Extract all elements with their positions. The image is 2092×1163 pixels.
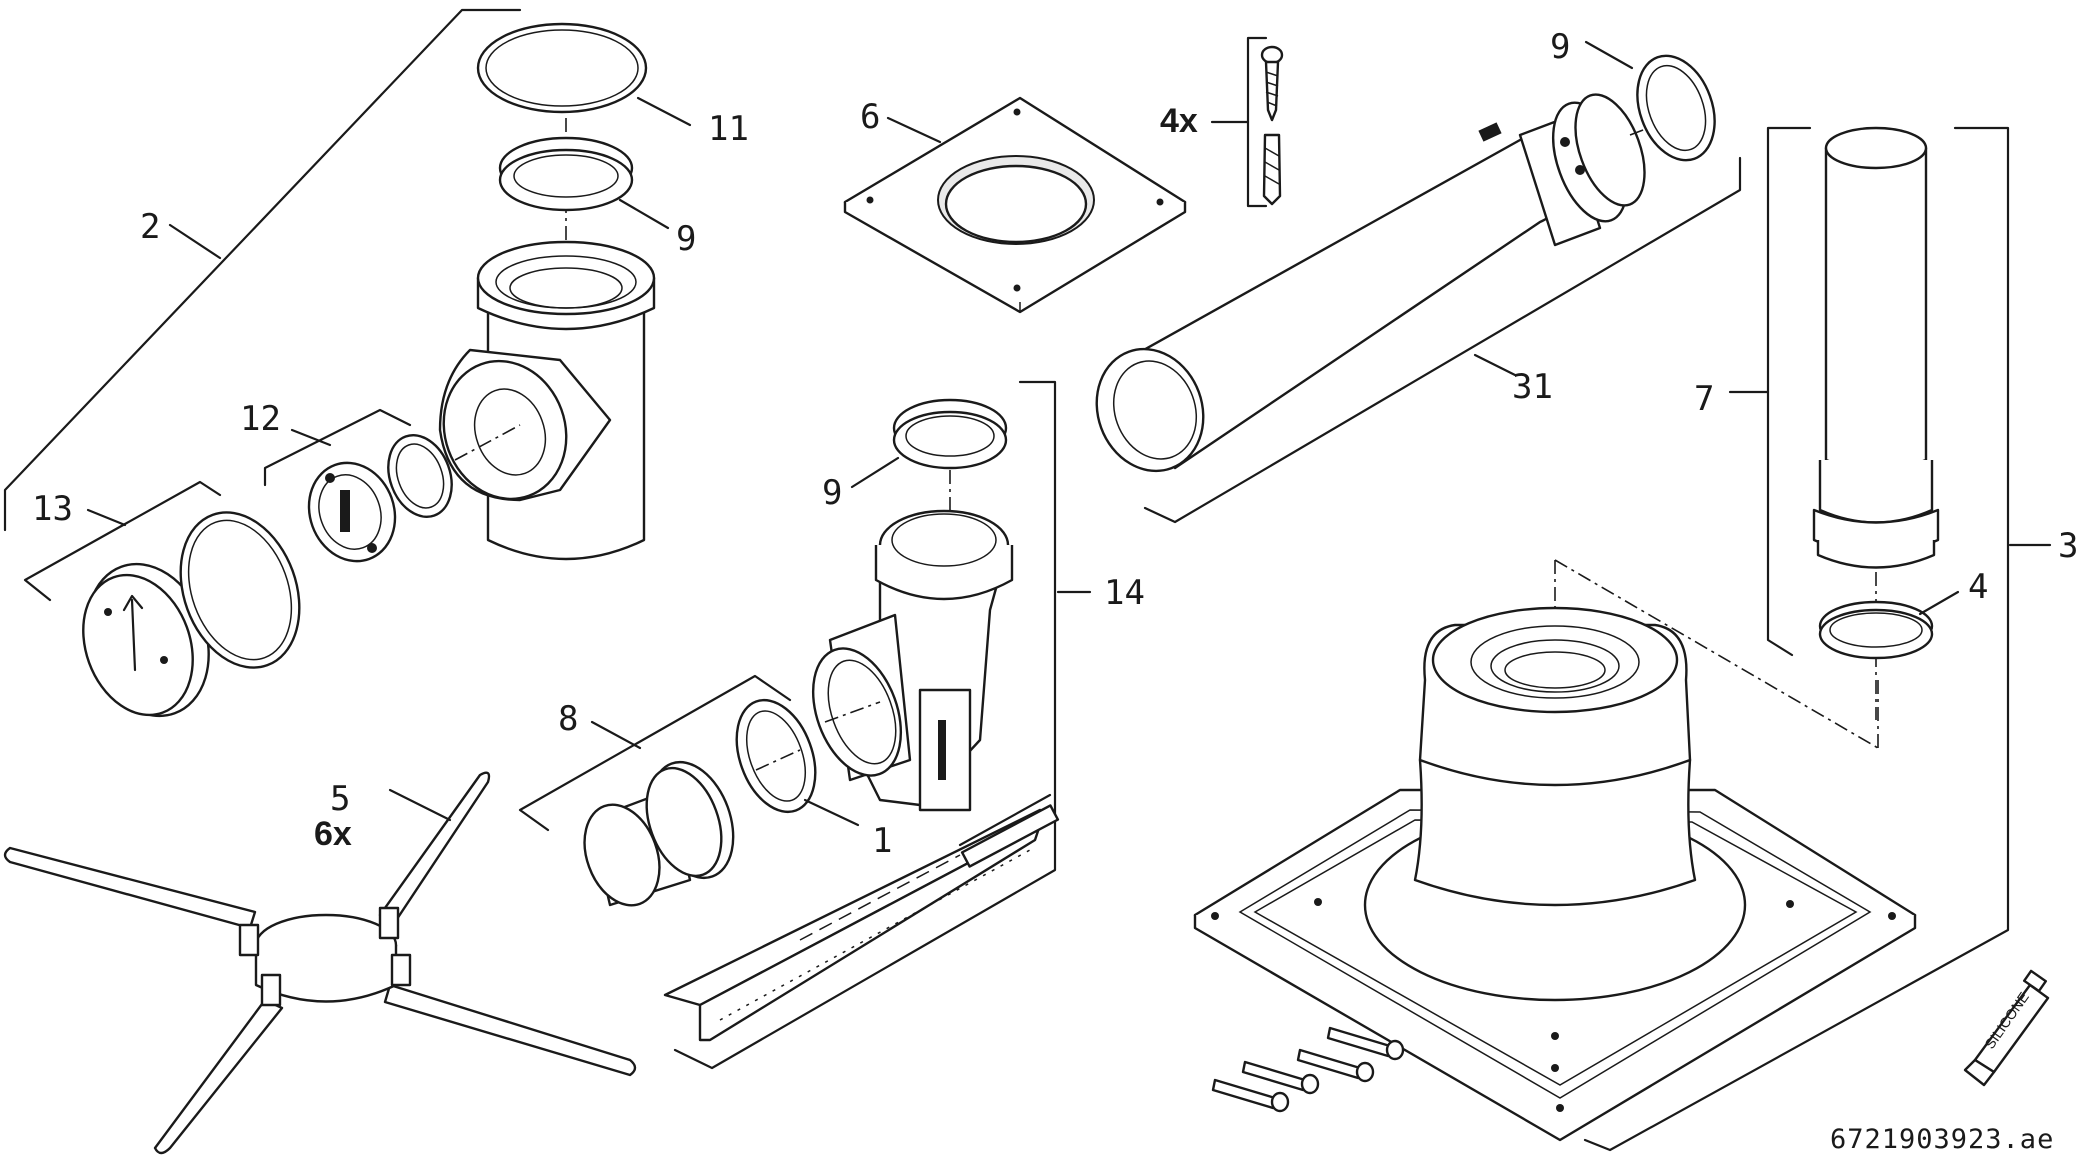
part-1-seal bbox=[735, 698, 860, 827]
quantity-brackets: 6x bbox=[314, 815, 352, 853]
part-12-seal bbox=[387, 434, 453, 518]
label-13: 13 bbox=[32, 489, 73, 529]
alignment-guide bbox=[1554, 559, 1879, 749]
silicone-tube: SILICONE bbox=[1963, 969, 2050, 1087]
part-9-ring-upper bbox=[498, 118, 670, 280]
group-3-bracket bbox=[1583, 126, 2052, 1152]
reference-code: 6721903923.ae bbox=[1830, 1124, 2054, 1155]
part-7-vertical-pipe bbox=[1812, 126, 1940, 720]
label-9-right: 9 bbox=[1550, 27, 1570, 67]
part-31-pipe bbox=[1095, 93, 1742, 524]
label-9-middle: 9 bbox=[822, 473, 842, 513]
part-8-pipe-end bbox=[583, 760, 735, 907]
label-6: 6 bbox=[860, 97, 880, 137]
label-7: 7 bbox=[1694, 379, 1714, 419]
group-14-bracket bbox=[673, 380, 1092, 1070]
quantity-screws: 4x bbox=[1160, 102, 1198, 140]
label-12: 12 bbox=[240, 399, 281, 439]
label-9-upper: 9 bbox=[676, 219, 696, 259]
part-12-inner-cap bbox=[307, 461, 397, 563]
label-3: 3 bbox=[2058, 526, 2078, 566]
part-3-roof-flashing bbox=[1193, 606, 1917, 1142]
part-2-tee-body bbox=[438, 240, 656, 561]
group-2-bracket bbox=[3, 8, 522, 532]
part-9-ring-middle bbox=[850, 398, 1008, 540]
part-8-bracket bbox=[518, 674, 792, 832]
label-4: 4 bbox=[1968, 567, 1988, 607]
label-2: 2 bbox=[140, 207, 160, 247]
part-11-seal-ring bbox=[476, 22, 692, 127]
part-13-bracket bbox=[23, 480, 222, 602]
part-14-elbow bbox=[811, 509, 1014, 812]
label-5: 5 bbox=[330, 779, 350, 819]
part-13-outer-cap bbox=[82, 562, 210, 718]
part-14-rail bbox=[663, 793, 1060, 1042]
part-5-support-bracket bbox=[3, 771, 637, 1155]
label-14: 14 bbox=[1104, 573, 1145, 613]
label-1: 1 bbox=[872, 821, 892, 861]
roof-screws bbox=[1211, 1026, 1405, 1113]
part-9-ring-right bbox=[1584, 40, 1716, 162]
part-7-bracket bbox=[1728, 126, 1812, 657]
part-13-seal bbox=[179, 511, 301, 669]
label-8: 8 bbox=[558, 699, 578, 739]
label-11: 11 bbox=[708, 109, 749, 149]
part-4-seal bbox=[1818, 590, 1960, 660]
label-31: 31 bbox=[1512, 367, 1553, 407]
part-12-bracket bbox=[263, 408, 412, 487]
part-6-wall-plate bbox=[843, 96, 1187, 314]
screw-plug-set bbox=[1210, 36, 1284, 208]
